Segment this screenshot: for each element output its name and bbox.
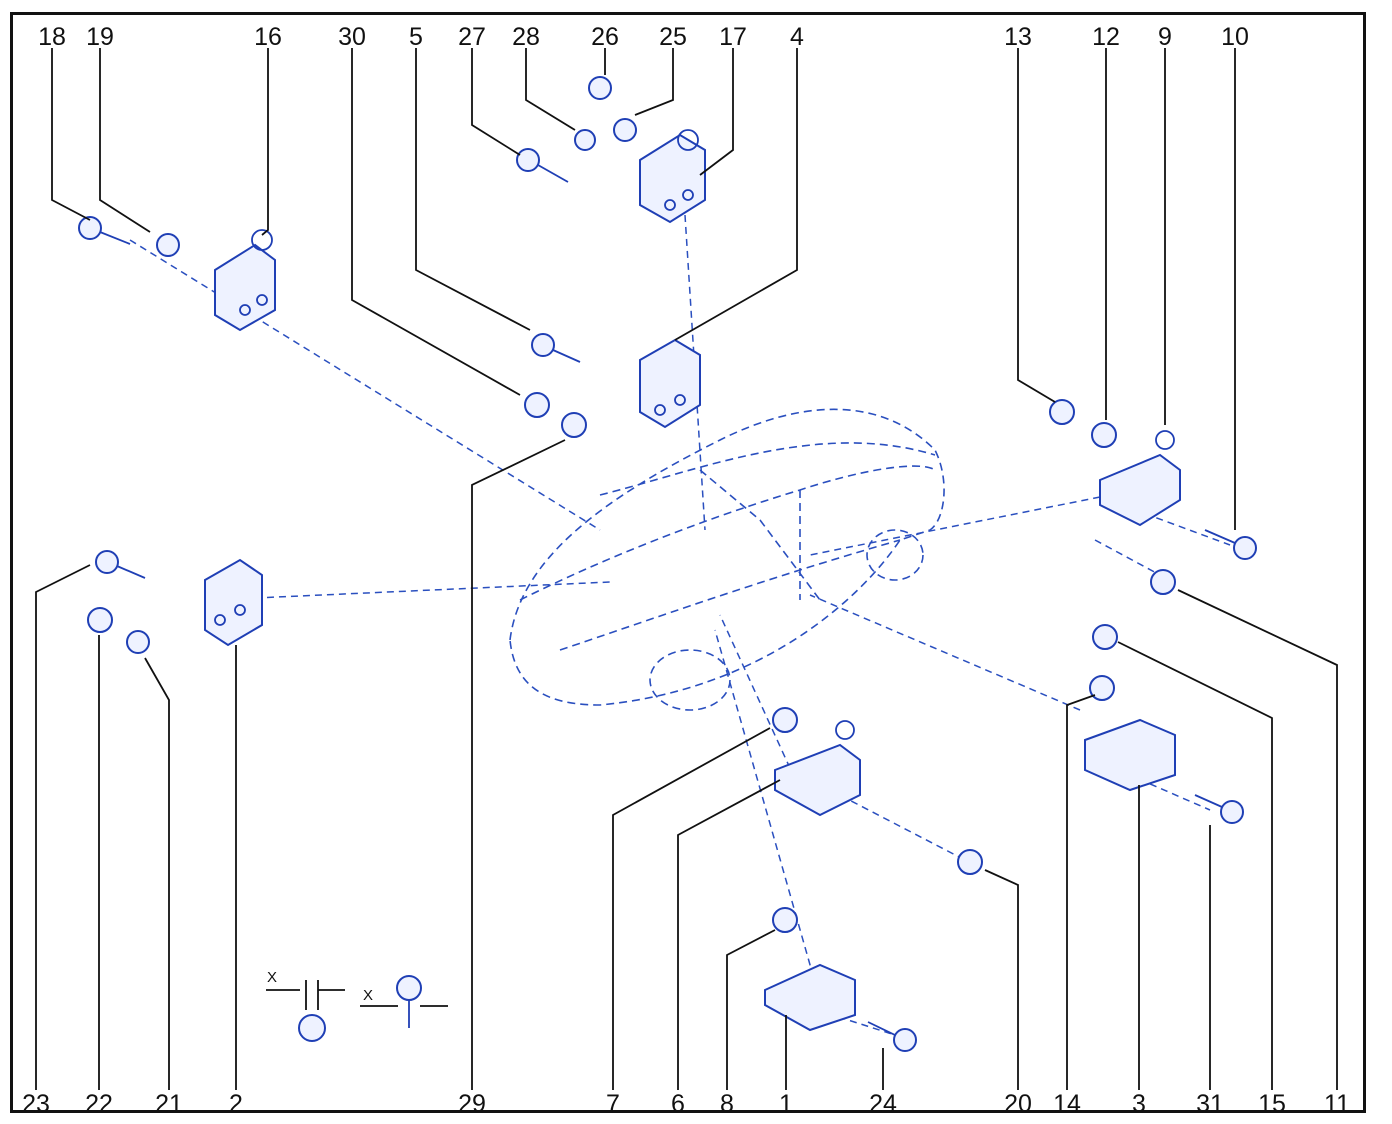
callout-20: 20 [1004,1090,1032,1118]
detail-dimensions [266,980,448,1010]
hinge-17 [639,129,706,224]
callout-3: 3 [1132,1090,1146,1118]
detail-label-nut: X [266,969,278,986]
hinge-9 [1099,430,1181,527]
callout-18: 18 [38,23,66,51]
callout-15: 15 [1258,1090,1286,1118]
callout-23: 23 [22,1090,50,1118]
nuts [87,76,1176,1042]
hinge-4 [639,338,701,429]
bolts [78,148,1257,1052]
callout-13: 13 [1004,23,1032,51]
callout-21: 21 [155,1090,183,1118]
callout-31: 31 [1196,1090,1224,1118]
hinge-16 [214,229,276,332]
hinge-3 [1084,718,1176,792]
callout-28: 28 [512,23,540,51]
hinge-2 [204,558,263,647]
hinge-6 [774,720,861,817]
callout-30: 30 [338,23,366,51]
callout-2: 2 [229,1090,243,1118]
callout-16: 16 [254,23,282,51]
callout-22: 22 [85,1090,113,1118]
callout-5: 5 [409,23,423,51]
callout-25: 25 [659,23,687,51]
callout-14: 14 [1053,1090,1081,1118]
callout-1: 1 [779,1090,793,1118]
diagram-frame [10,12,1366,1113]
callout-29: 29 [458,1090,486,1118]
callout-8: 8 [720,1090,734,1118]
callout-12: 12 [1092,23,1120,51]
detail-label-bolt: X [362,987,374,1004]
callout-9: 9 [1158,23,1172,51]
callout-19: 19 [86,23,114,51]
callout-17: 17 [719,23,747,51]
car-outline [509,408,945,711]
hinge-1 [764,963,856,1032]
callout-27: 27 [458,23,486,51]
callout-11: 11 [1324,1090,1350,1118]
callout-4: 4 [790,23,804,51]
callout-7: 7 [606,1090,620,1118]
callout-24: 24 [869,1090,897,1118]
callout-26: 26 [591,23,619,51]
leader-lines [35,48,1338,1090]
callout-6: 6 [671,1090,685,1118]
callout-10: 10 [1221,23,1249,51]
